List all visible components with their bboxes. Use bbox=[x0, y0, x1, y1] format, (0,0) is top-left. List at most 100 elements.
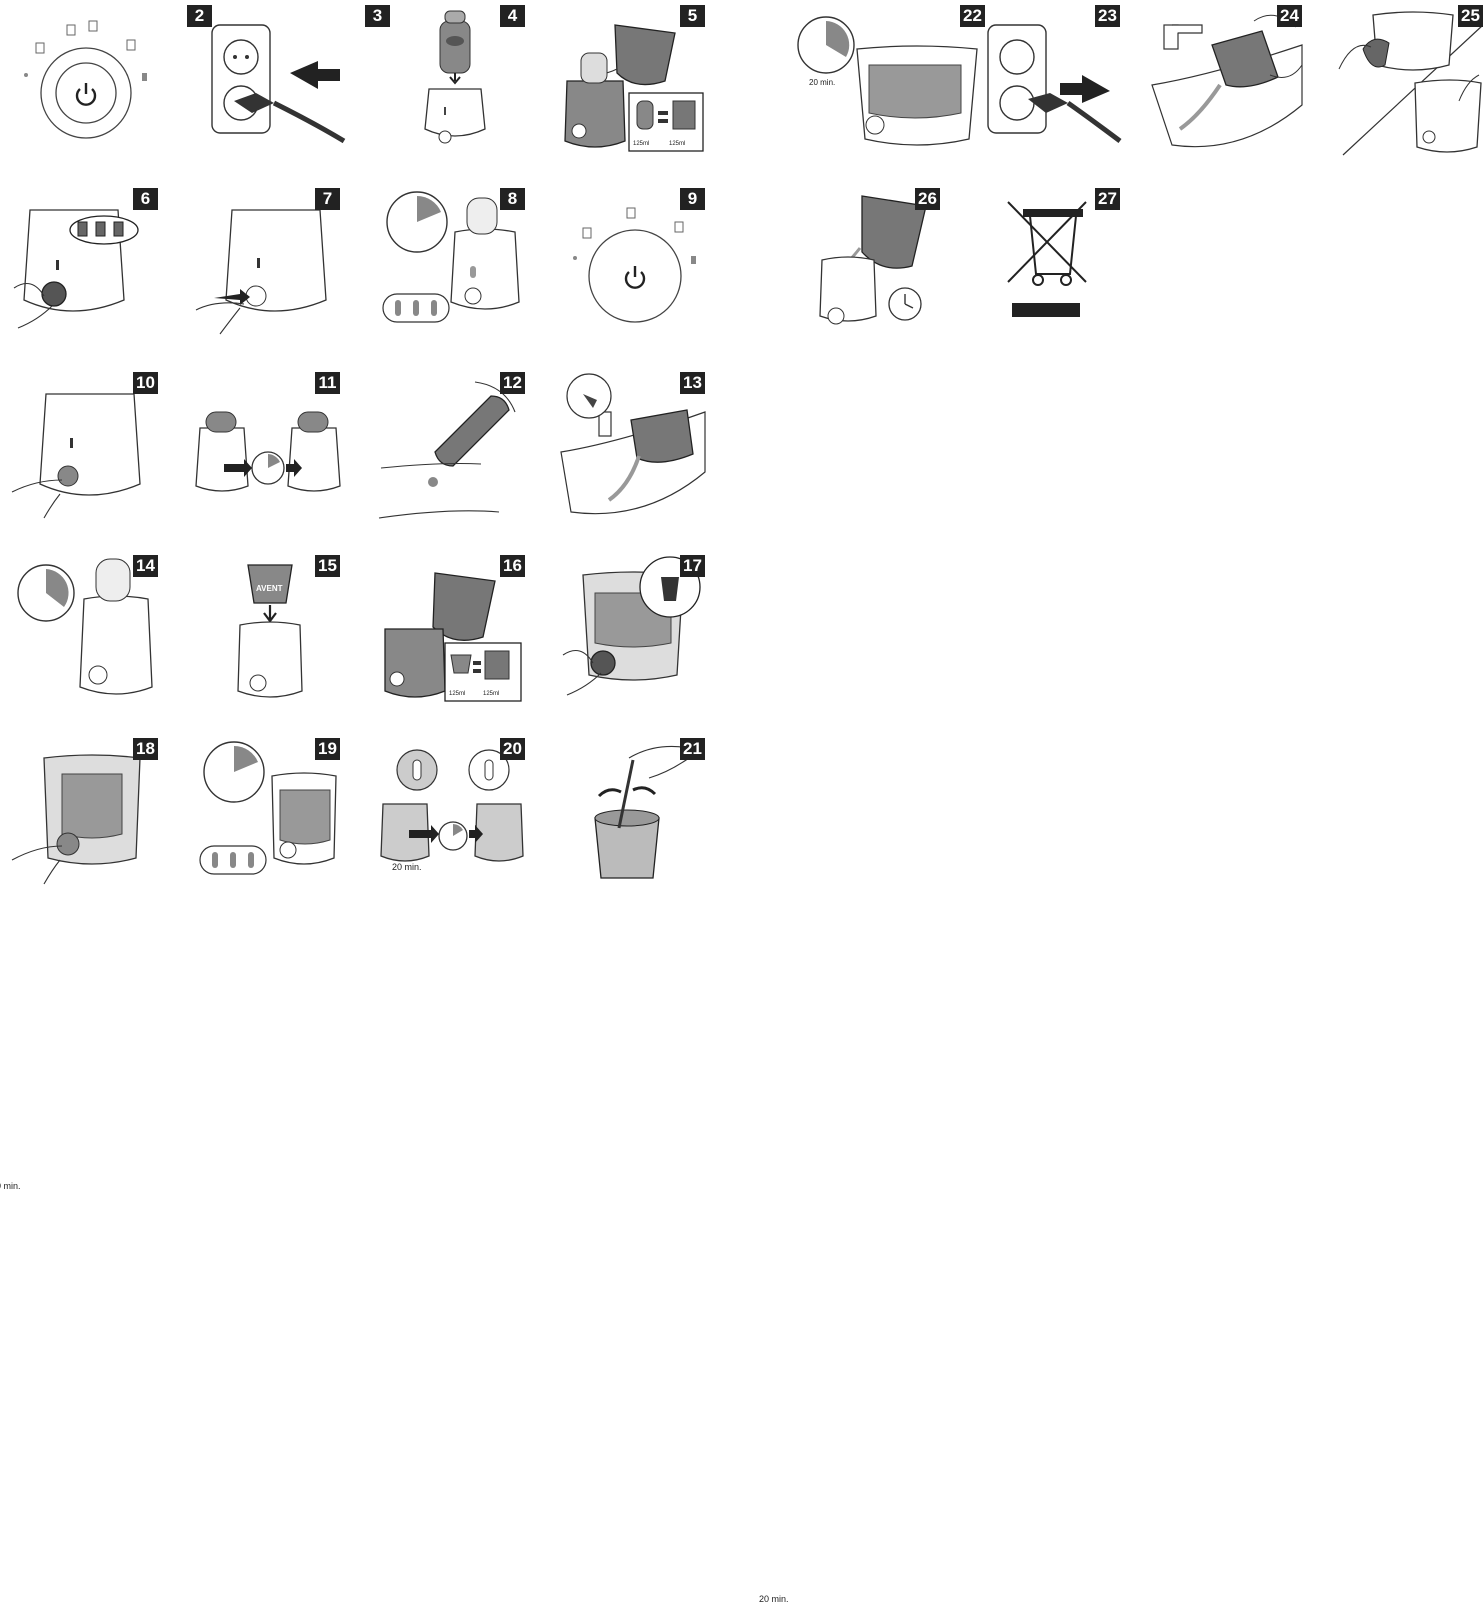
step-13-panel: 13 bbox=[505, 372, 706, 527]
step-number: 12 bbox=[500, 372, 525, 394]
bottle-icon bbox=[77, 221, 124, 237]
step-8-panel: 8 bbox=[325, 188, 525, 343]
step-16-panel: 125ml 125ml 16 bbox=[325, 555, 525, 710]
disposal-illustration bbox=[1007, 201, 1087, 317]
time-label: 20 min. bbox=[809, 78, 835, 87]
warmer-icon bbox=[271, 772, 337, 865]
warmer-icon bbox=[819, 256, 877, 325]
step-21-panel: 21 bbox=[505, 738, 705, 893]
hand-icon bbox=[195, 302, 245, 335]
warmer-icon bbox=[380, 803, 524, 862]
time-label: 20 min. bbox=[392, 862, 422, 872]
warmer-icon bbox=[384, 628, 446, 698]
time-label: 20 min. bbox=[0, 1181, 21, 1191]
weee-bin-icon bbox=[1007, 201, 1087, 286]
empty-warmer-illustration bbox=[560, 373, 706, 515]
pour-water-illustration: 125ml 125ml bbox=[564, 24, 704, 152]
heating-indicator-illustration bbox=[382, 191, 520, 323]
step-number: 17 bbox=[680, 555, 705, 577]
step-number: 6 bbox=[133, 188, 158, 210]
step-6-panel: 6 bbox=[0, 188, 158, 343]
step-17-panel: 17 bbox=[505, 555, 705, 710]
hand-icon bbox=[1338, 44, 1480, 102]
volume-label-right: 125ml bbox=[483, 691, 499, 697]
step-number: 8 bbox=[500, 188, 525, 210]
arrow-icon bbox=[1060, 75, 1110, 103]
warming-cycle-illustration bbox=[195, 411, 341, 492]
press-button-illustration bbox=[11, 393, 141, 519]
warmer-icon bbox=[450, 197, 520, 310]
hand-icon bbox=[11, 845, 63, 885]
step-15-panel: AVENT 15 bbox=[140, 555, 340, 710]
step-number: 13 bbox=[680, 372, 705, 394]
warmer-icon bbox=[424, 88, 486, 144]
hand-icon bbox=[11, 479, 63, 519]
warmer-icon bbox=[630, 409, 694, 463]
step-number: 23 bbox=[1095, 5, 1120, 27]
heating-indicator-illustration bbox=[199, 741, 337, 875]
spoon-icon bbox=[617, 759, 635, 829]
arrow-icon bbox=[290, 61, 340, 89]
cup-icon bbox=[661, 577, 679, 601]
step-4-panel: 4 bbox=[325, 5, 525, 160]
step-number: 21 bbox=[680, 738, 705, 760]
warmer-icon bbox=[43, 754, 141, 865]
step-number: 22 bbox=[960, 5, 985, 27]
step-number: 18 bbox=[133, 738, 158, 760]
step-7-panel: 7 bbox=[140, 188, 340, 343]
step-number: 14 bbox=[133, 555, 158, 577]
warmer-icon bbox=[564, 52, 626, 148]
step-11-panel: 20 min. 11 bbox=[140, 372, 422, 872]
timer-icon bbox=[797, 16, 855, 74]
arrow-icon bbox=[409, 825, 439, 843]
timer-icon bbox=[438, 821, 468, 851]
step-19-panel: 19 bbox=[140, 738, 340, 893]
step-number: 4 bbox=[500, 5, 525, 27]
step-24-panel: 24 bbox=[1102, 5, 1303, 160]
hand-icon bbox=[13, 282, 53, 329]
test-temperature-illustration bbox=[378, 381, 516, 519]
press-button-illustration bbox=[195, 209, 327, 335]
plug-icon bbox=[234, 93, 346, 144]
wipe-warmer-illustration bbox=[1338, 11, 1483, 156]
empty-warmer-illustration bbox=[1151, 14, 1303, 148]
brand-mark: AVENT bbox=[256, 584, 283, 593]
arrow-icon bbox=[449, 73, 461, 85]
step-14-panel: 20 min. 14 bbox=[0, 555, 158, 1191]
step-20-panel: 20 min. 20 bbox=[325, 738, 789, 1604]
cup-icon bbox=[594, 809, 660, 879]
insert-cup-illustration: AVENT bbox=[237, 564, 303, 698]
control-dial-illustration bbox=[573, 207, 696, 323]
warmer-icon bbox=[237, 621, 303, 698]
step-number: 10 bbox=[133, 372, 158, 394]
step-number: 5 bbox=[680, 5, 705, 27]
jug-icon bbox=[432, 572, 496, 641]
wall-socket-icon bbox=[987, 24, 1047, 134]
select-setting-illustration bbox=[13, 209, 139, 329]
step-number: 15 bbox=[315, 555, 340, 577]
step-26-panel: 26 bbox=[740, 188, 940, 343]
warmer-icon bbox=[39, 393, 141, 496]
step-number: 19 bbox=[315, 738, 340, 760]
light-indicator-icon bbox=[382, 293, 450, 323]
volume-label-right: 125ml bbox=[669, 141, 685, 147]
step-number: 11 bbox=[315, 372, 340, 394]
unplug-illustration bbox=[987, 24, 1122, 144]
stir-food-illustration bbox=[594, 745, 700, 879]
refill-water-illustration bbox=[819, 195, 927, 325]
pour-water-illustration: 125ml 125ml bbox=[384, 572, 522, 702]
step-number: 9 bbox=[680, 188, 705, 210]
step-5-panel: 125ml 125ml 5 bbox=[505, 5, 705, 160]
step-9-panel: 9 bbox=[505, 188, 705, 343]
timer-icon bbox=[17, 564, 75, 622]
step-number: 25 bbox=[1458, 5, 1483, 27]
step-2-panel: 2 bbox=[12, 5, 212, 160]
power-icon bbox=[75, 83, 97, 106]
step-18-panel: 18 bbox=[0, 738, 158, 893]
warming-cycle-illustration bbox=[380, 749, 524, 862]
time-label: 20 min. bbox=[759, 1594, 789, 1604]
faucet-icon bbox=[598, 411, 612, 437]
step-23-panel: 23 bbox=[920, 5, 1122, 160]
bottle-icon bbox=[434, 395, 510, 467]
cup-icon: AVENT bbox=[247, 564, 293, 604]
